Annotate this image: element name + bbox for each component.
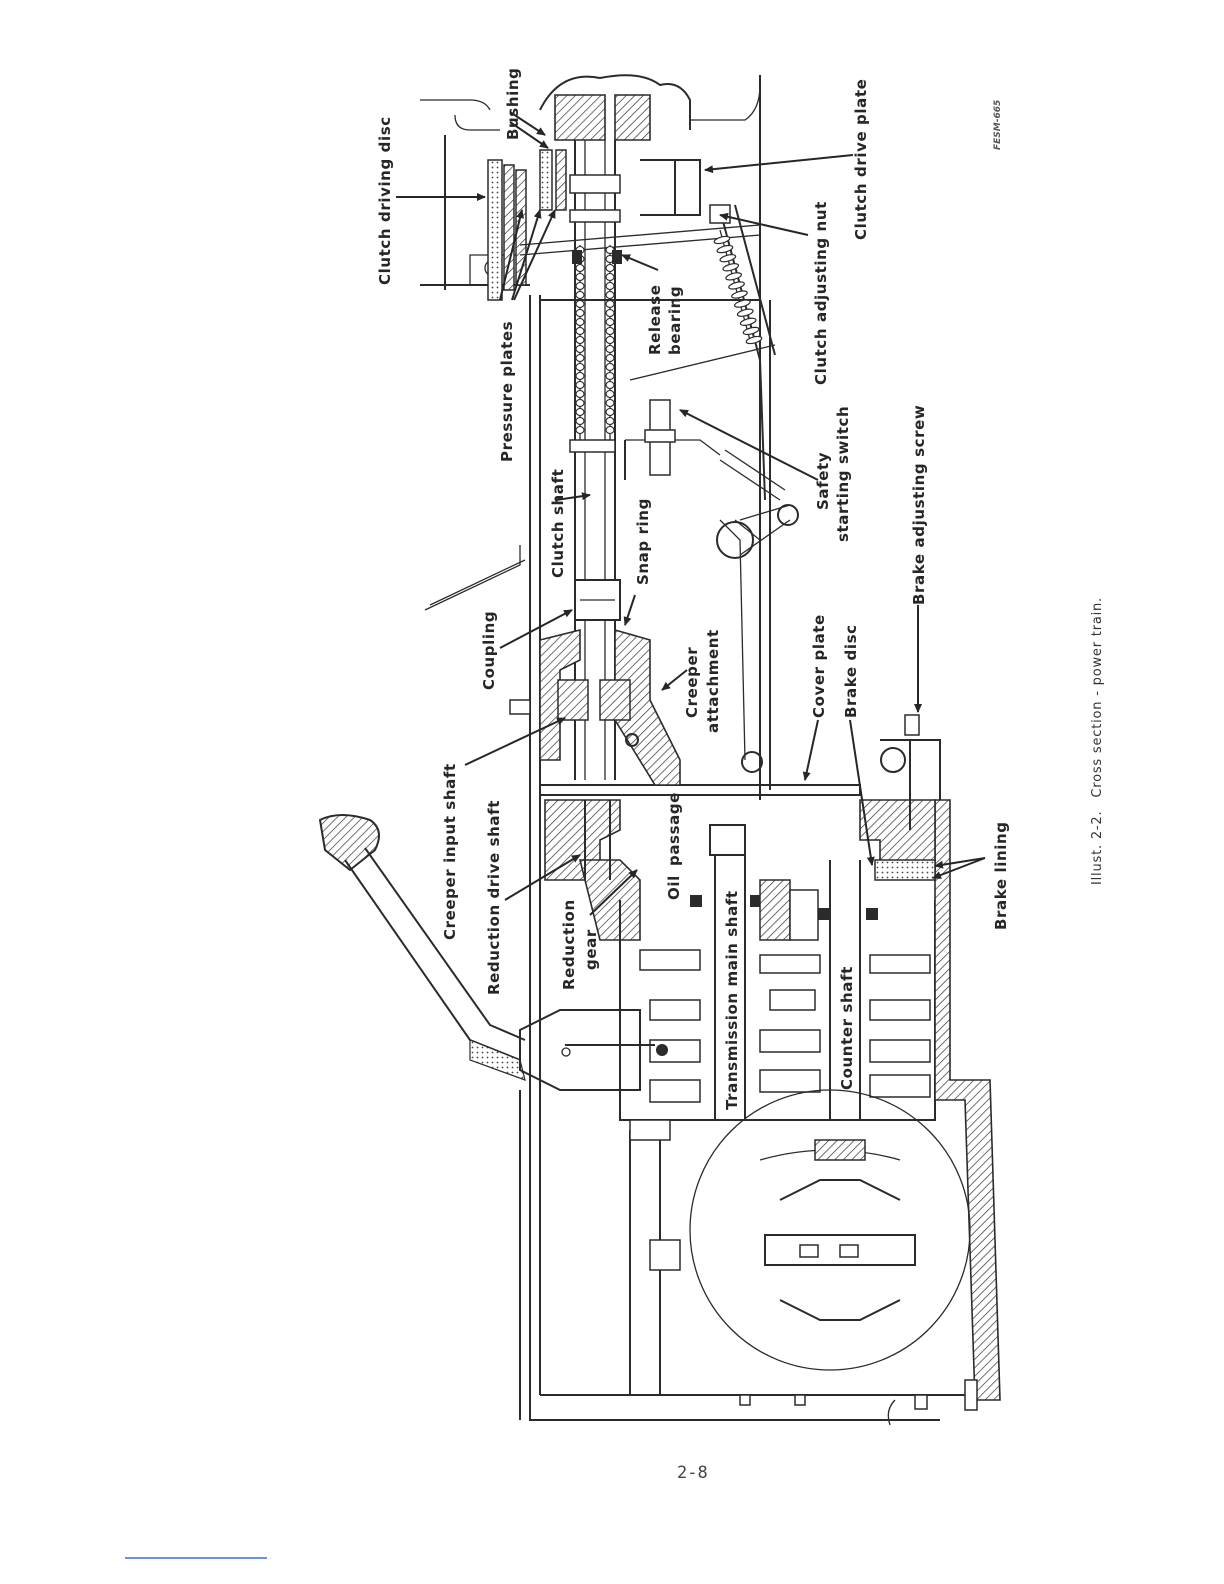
- spring-coil: [605, 335, 615, 345]
- spring-coil: [605, 326, 615, 336]
- label-oil-passage-2: passage: [665, 792, 683, 866]
- label-brake-lining: Brake lining: [992, 821, 1010, 930]
- label-reduction-drive-shaft: Reduction drive shaft: [485, 800, 503, 995]
- linkage-spring-coil: [722, 263, 740, 272]
- label-coupling: Coupling: [480, 611, 498, 690]
- page-number: 2-8: [677, 1463, 708, 1483]
- label-cover-plate: Cover plate: [810, 614, 828, 718]
- label-counter-shaft: Counter shaft: [838, 966, 856, 1090]
- spring-coil: [575, 335, 585, 345]
- spring-coil: [575, 398, 585, 408]
- label-reduction-gear-2: gear: [582, 929, 600, 970]
- spring-coil: [575, 362, 585, 372]
- spring-coil: [575, 281, 585, 291]
- clutch-spring: [575, 245, 615, 440]
- label-clutch-drive-plate: Clutch drive plate: [852, 79, 870, 240]
- linkage-spring-coil: [733, 299, 751, 308]
- label-reduction-gear-1: Reduction: [560, 899, 578, 990]
- label-transmission-main-shaft: Transmission main shaft: [723, 890, 741, 1110]
- leader-lines: [396, 111, 986, 916]
- spring-coil: [605, 398, 615, 408]
- spring-coil: [575, 416, 585, 426]
- linkage-spring-coil: [716, 244, 734, 254]
- housing-bolts: [649, 1239, 978, 1426]
- gear-cluster: [639, 879, 931, 1103]
- spring-coil: [605, 389, 615, 399]
- spring-coil: [575, 299, 585, 309]
- label-oil-passage-1: Oil: [665, 875, 683, 900]
- label-creeper-attachment-1: Creeper: [683, 647, 701, 718]
- spring-coil: [575, 308, 585, 318]
- linkage-spring-coil: [739, 317, 757, 326]
- spring-coil: [605, 362, 615, 372]
- spring-coil: [605, 371, 615, 381]
- spring-coil: [605, 308, 615, 318]
- spring-coil: [605, 353, 615, 363]
- mechanical-drawing: [318, 74, 1001, 1426]
- spring-coil: [575, 371, 585, 381]
- linkage-spring-coil: [745, 335, 763, 345]
- part-labels: Bushing Clutch driving disc Clutch drive…: [376, 68, 1010, 1110]
- label-safety-2: starting switch: [834, 406, 852, 542]
- linkage-spring-coil: [719, 254, 737, 263]
- spring-coil: [575, 407, 585, 417]
- spring-coil: [575, 317, 585, 327]
- caption-text: Illust. 2-2. Cross section - power train…: [1090, 597, 1105, 885]
- figure-code: FESM-665: [993, 100, 1003, 150]
- label-clutch-driving-disc: Clutch driving disc: [376, 116, 394, 285]
- label-pressure-plates: Pressure plates: [498, 321, 516, 462]
- spring-coil: [605, 299, 615, 309]
- linkage-spring-coil: [713, 235, 731, 245]
- spring-coil: [575, 380, 585, 390]
- linkage-spring-coil: [731, 290, 748, 299]
- label-bushing: Bushing: [504, 68, 522, 140]
- spring-coil: [575, 344, 585, 354]
- spring-coil: [575, 425, 585, 435]
- linkage-spring-coil: [725, 272, 743, 281]
- spring-coil: [575, 326, 585, 336]
- caption-number: Illust. 2-2.: [1090, 811, 1105, 885]
- label-brake-adjusting-screw: Brake adjusting screw: [910, 405, 928, 605]
- caption-description: Cross section - power train.: [1090, 597, 1105, 798]
- spring-coil: [605, 272, 615, 282]
- label-brake-disc: Brake disc: [842, 624, 860, 718]
- spring-coil: [575, 272, 585, 282]
- label-creeper-attachment-2: attachment: [704, 629, 722, 733]
- linkage-spring-coil: [728, 281, 745, 290]
- spring-coil: [575, 389, 585, 399]
- label-release-bearing-1: Release: [646, 285, 664, 355]
- spring-coil: [605, 317, 615, 327]
- spring-coil: [575, 263, 585, 273]
- caption: Illust. 2-2. Cross section - power train…: [1090, 597, 1105, 885]
- spring-coil: [605, 290, 615, 300]
- label-snap-ring: Snap ring: [634, 498, 652, 585]
- spring-coil: [605, 281, 615, 291]
- label-release-bearing-2: bearing: [666, 286, 684, 355]
- spring-coil: [605, 425, 615, 435]
- spring-coil: [605, 407, 615, 417]
- spring-coil: [575, 290, 585, 300]
- label-clutch-adjusting-nut: Clutch adjusting nut: [812, 201, 830, 385]
- linkage-spring-coil: [736, 308, 754, 317]
- linkage-spring-coil: [742, 326, 760, 336]
- spring-coil: [575, 353, 585, 363]
- spring-coil: [605, 263, 615, 273]
- label-creeper-input-shaft: Creeper input shaft: [441, 763, 459, 940]
- gear-shift-lever: [318, 814, 668, 1091]
- spring-coil: [605, 416, 615, 426]
- label-safety-1: Safety: [814, 452, 832, 510]
- label-clutch-shaft: Clutch shaft: [549, 469, 567, 578]
- spring-coil: [605, 380, 615, 390]
- spring-coil: [605, 344, 615, 354]
